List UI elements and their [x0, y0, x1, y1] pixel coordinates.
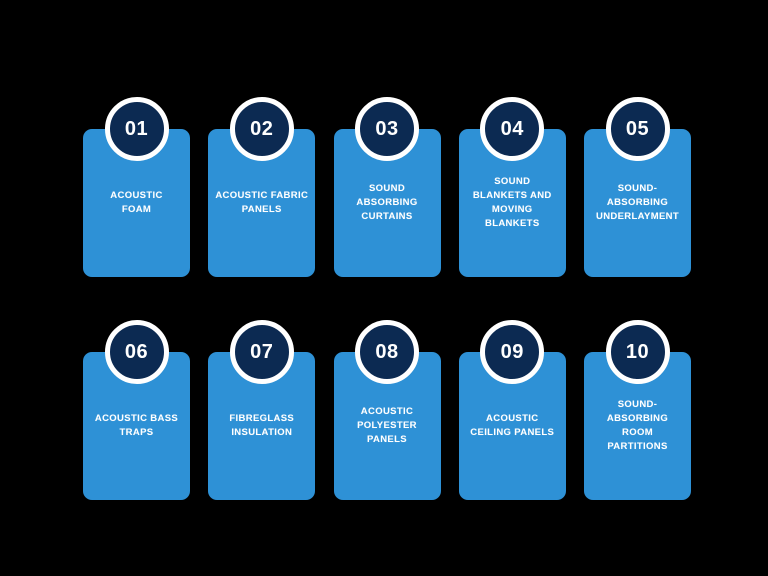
card-label: SOUND- ABSORBING ROOM PARTITIONS [606, 399, 669, 452]
card-item-09[interactable]: ACOUSTIC CEILING PANELS 09 [458, 320, 566, 500]
card-number-badge: 08 [355, 320, 419, 384]
card-number: 08 [375, 341, 399, 363]
card-number: 02 [250, 118, 274, 140]
card-number-badge: 01 [104, 97, 169, 161]
card-item-06[interactable]: ACOUSTIC BASS TRAPS 06 [83, 320, 190, 500]
card-label: ACOUSTIC BASS TRAPS [94, 413, 179, 438]
card-number: 10 [625, 341, 650, 363]
card-label: SOUND BLANKETS AND MOVING BLANKETS [472, 176, 552, 229]
card-number: 01 [124, 118, 149, 140]
card-number: 04 [500, 118, 524, 140]
card-item-02[interactable]: ACOUSTIC FABRIC PANELS 02 [208, 97, 316, 277]
card-label: FIBREGLASS INSULATION [229, 413, 295, 438]
card-item-07[interactable]: FIBREGLASS INSULATION 07 [208, 320, 316, 500]
card-number-badge: 05 [605, 97, 670, 161]
card-label: SOUND- ABSORBING UNDERLAYMENT [595, 183, 680, 222]
card-item-10[interactable]: SOUND- ABSORBING ROOM PARTITIONS 10 [584, 320, 691, 500]
card-number-badge: 06 [104, 320, 169, 384]
card-number: 06 [124, 341, 149, 363]
card-number: 09 [500, 341, 524, 363]
card-number-badge: 09 [480, 320, 545, 384]
card-item-03[interactable]: SOUND ABSORBING CURTAINS 03 [333, 97, 441, 277]
card-number: 05 [625, 118, 650, 140]
card-item-05[interactable]: SOUND- ABSORBING UNDERLAYMENT 05 [584, 97, 691, 277]
card-number-badge: 10 [605, 320, 670, 384]
card-number: 07 [250, 341, 274, 363]
card-label: ACOUSTIC FABRIC PANELS [215, 190, 309, 215]
card-item-04[interactable]: SOUND BLANKETS AND MOVING BLANKETS 04 [458, 97, 566, 277]
card-row-1: ACOUSTIC FOAM 01 ACOUSTIC FABRIC PANELS … [83, 97, 691, 277]
card-number: 03 [375, 118, 399, 140]
card-number-badge: 02 [229, 97, 294, 161]
card-item-01[interactable]: ACOUSTIC FOAM 01 [83, 97, 190, 277]
card-number-badge: 03 [355, 97, 419, 161]
card-label: ACOUSTIC POLYESTER PANELS [357, 406, 417, 445]
card-label: ACOUSTIC FOAM [110, 190, 163, 215]
card-number-badge: 07 [229, 320, 294, 384]
card-row-2: ACOUSTIC BASS TRAPS 06 FIBREGLASS INSULA… [83, 320, 691, 500]
card-label: ACOUSTIC CEILING PANELS [470, 413, 555, 438]
card-item-08[interactable]: ACOUSTIC POLYESTER PANELS 08 [333, 320, 441, 500]
card-label: SOUND ABSORBING CURTAINS [356, 183, 418, 222]
card-number-badge: 04 [480, 97, 545, 161]
